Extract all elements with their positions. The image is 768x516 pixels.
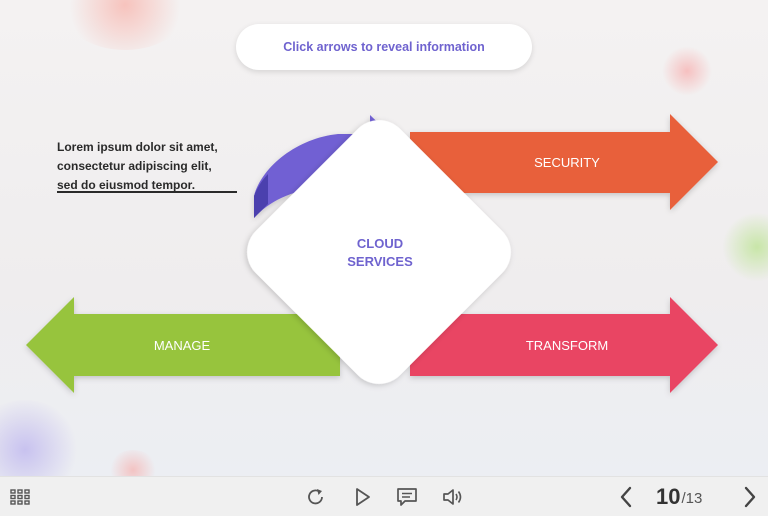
transform-arrow[interactable] [410, 297, 718, 393]
page-indicator: 10/13 [656, 477, 702, 516]
next-slide-button[interactable] [738, 477, 762, 516]
replay-button[interactable] [304, 477, 328, 516]
play-button[interactable] [351, 477, 375, 516]
prev-arrow-icon [620, 486, 632, 507]
decor-blob-pink-bottom [108, 450, 158, 476]
lorem-text-block: Lorem ipsum dolor sit amet, consectetur … [57, 138, 237, 195]
center-label-line: CLOUD [356, 236, 404, 251]
grid-menu-button[interactable] [8, 477, 32, 516]
player-controls-bar: 10/13 [0, 476, 768, 516]
decor-blob-pink-right [662, 46, 712, 96]
center-label-line: SERVICES [347, 254, 413, 269]
comment-button[interactable] [395, 477, 419, 516]
instruction-text: Click arrows to reveal information [283, 40, 485, 54]
previous-slide-button[interactable] [614, 477, 638, 516]
manage-label: MANAGE [153, 338, 211, 353]
security-label: SECURITY [534, 155, 600, 170]
instruction-pill: Click arrows to reveal information [236, 24, 532, 70]
center-diamond [247, 120, 511, 384]
volume-icon [443, 488, 462, 505]
total-pages: /13 [681, 490, 703, 507]
transform-label: TRANSFORM [525, 338, 609, 353]
lorem-underline [57, 191, 237, 193]
comment-icon [397, 487, 417, 506]
grid-menu-icon [10, 488, 30, 505]
volume-button[interactable] [441, 477, 465, 516]
lorem-line: Lorem ipsum dolor sit amet, [57, 140, 218, 154]
current-page: 10 [656, 483, 681, 509]
next-arrow-icon [744, 486, 756, 507]
play-icon [356, 487, 370, 506]
arrow-diagram [26, 114, 718, 393]
slide-stage: Click arrows to reveal information Lorem… [0, 0, 768, 476]
replay-icon [308, 488, 323, 504]
manage-arrow[interactable] [26, 297, 340, 393]
security-arrow[interactable] [410, 114, 718, 210]
lorem-line: consectetur adipiscing elit, [57, 159, 212, 173]
lorem-line: sed do eiusmod tempor. [57, 178, 196, 192]
center-label: CLOUD SERVICES [320, 235, 440, 271]
